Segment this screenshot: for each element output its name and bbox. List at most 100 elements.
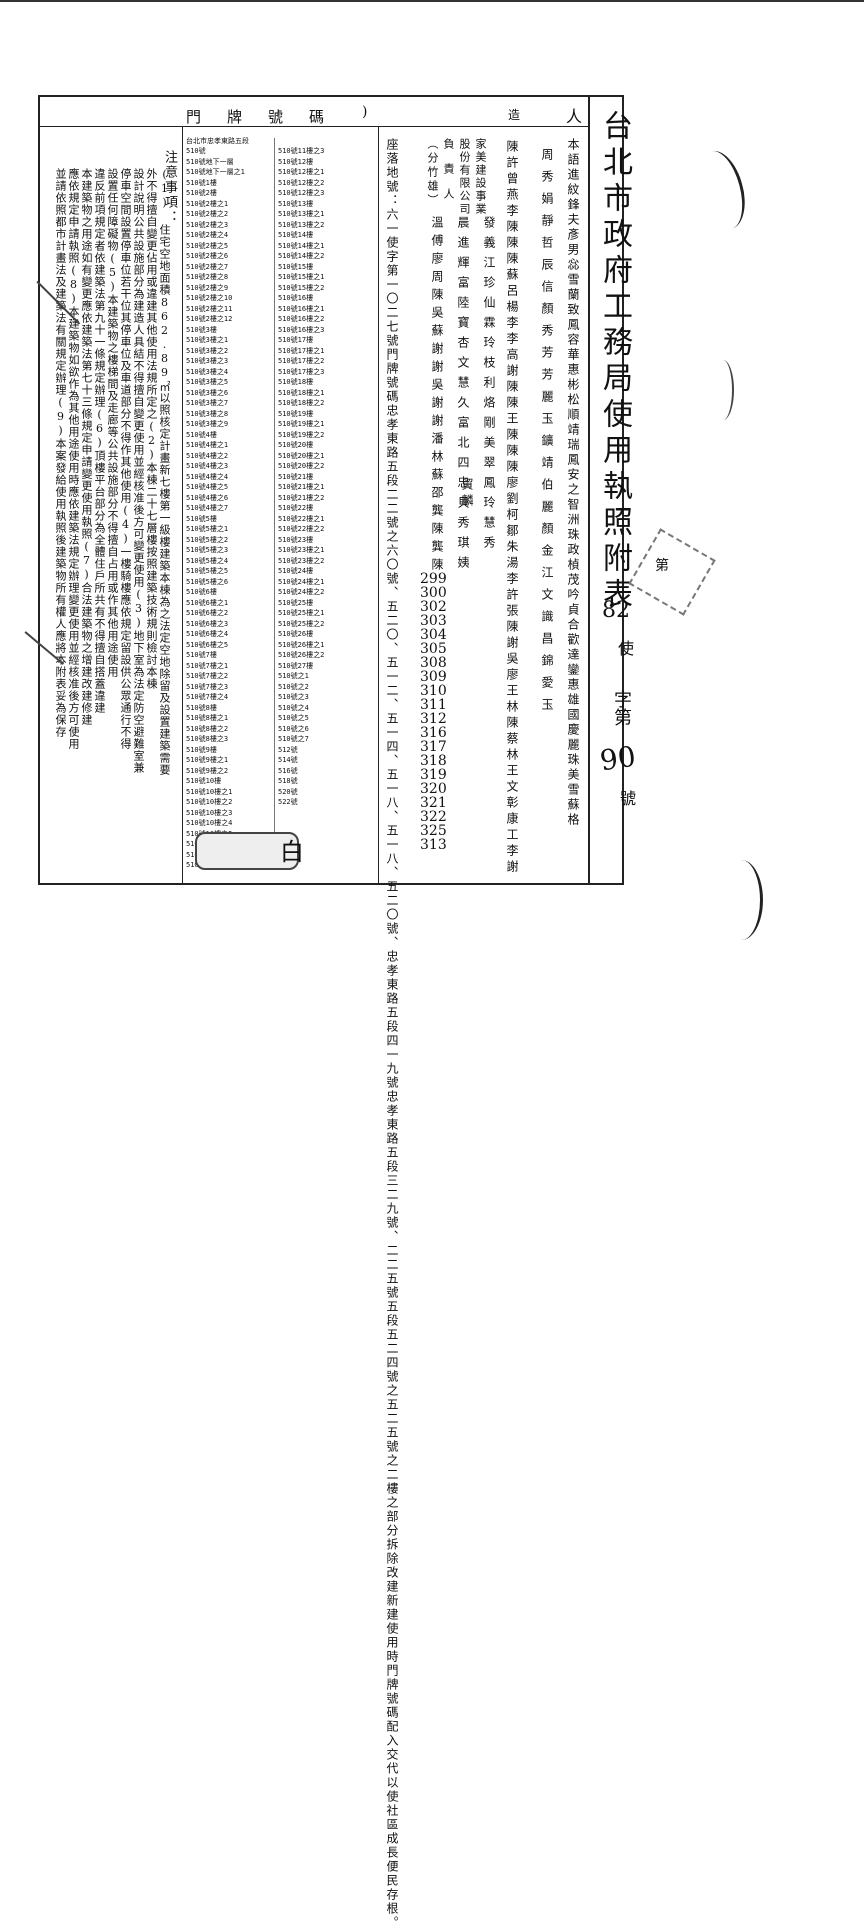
- address-entry: 510號18樓之2: [278, 399, 325, 407]
- address-entry: 510號2樓之8: [186, 273, 229, 281]
- address-entry: 510號4樓之2: [186, 451, 229, 460]
- margin-seal-mark: 第: [655, 558, 669, 574]
- address-entry: 510號4樓之1: [186, 441, 229, 449]
- address-entry: 510號4樓之5: [186, 483, 229, 491]
- address-entry: 510號18樓之1: [278, 388, 325, 397]
- address-entry: 510號5樓之6: [186, 577, 229, 586]
- unit-number: 317: [420, 739, 447, 755]
- unit-number: 299: [420, 571, 447, 587]
- address-entry: 510號2樓之6: [186, 252, 229, 260]
- note-line: 並請依照都市計畫法及建築法有關規定辦理(9)本案發給使用執照後建築物所有權人應將…: [54, 168, 66, 738]
- notes-body: (1) 住宅空地面積862.89㎡以照核定計畫新七樓第一級樓建築本棟為之法定空地…: [40, 150, 180, 880]
- address-entry: 510號8樓之2: [186, 724, 229, 733]
- address-entry: 510號6樓之2: [186, 609, 229, 617]
- address-entry: 510號10樓之3: [186, 808, 233, 817]
- address-entry: 510號6樓之3: [186, 619, 229, 628]
- address-entry: 510號2樓之1: [186, 199, 229, 208]
- address-entry: 518號: [278, 777, 298, 785]
- note-line: 設置任何障礙物(5)本建築物之樓梯間及走廊等公共設施部分不得擅自占用或作其他用途…: [106, 168, 118, 678]
- address-entry: 510號26樓之1: [278, 640, 325, 649]
- address-entry: 510號10樓之1: [186, 787, 233, 796]
- address-entry: 510號8樓: [186, 703, 217, 712]
- address-entry: 510號13樓: [278, 199, 314, 208]
- address-entry: 510號22樓之2: [278, 525, 325, 533]
- address-entry: 510號10樓之4: [186, 819, 233, 827]
- resident-column-4: 貿麟: [460, 478, 474, 510]
- address-entry: 510號12樓之2: [278, 178, 325, 187]
- address-entry: 510號之5: [278, 714, 309, 722]
- address-entry: 510號5樓之2: [186, 535, 229, 544]
- address-column-header: 門牌號碼: [186, 108, 351, 126]
- corner-seal: [628, 528, 716, 616]
- address-entry: 510號23樓之2: [278, 556, 325, 565]
- address-entry: 510號15樓之1: [278, 273, 325, 281]
- notes-header: 注意事項：: [162, 150, 177, 225]
- address-entry: 510號16樓之3: [278, 325, 325, 334]
- unit-number: 300: [420, 585, 447, 601]
- resident-column-3: 溫傅廖周陳吳蘇謝謝吳謝謝潘林蘇邵龔陳龔陳: [430, 216, 444, 576]
- owner-label: 人: [566, 107, 583, 126]
- resident-column-1: 發義江珍仙霖玲枝利烙剛美翠鳳玲慧秀: [482, 216, 496, 556]
- address-entry: 510號之1: [278, 672, 309, 680]
- unit-number: 302: [420, 599, 447, 615]
- address-entry: 510號16樓: [278, 294, 314, 302]
- address-entry: 510號3樓之2: [186, 346, 229, 355]
- unit-number: 312: [420, 711, 447, 727]
- unit-number: 308: [420, 655, 447, 671]
- address-entry: 510號19樓之1: [278, 420, 325, 428]
- permit-number-prefix: 82: [602, 598, 630, 623]
- unit-number: 320: [420, 781, 447, 797]
- unit-number: 319: [420, 767, 447, 783]
- builder-line-3: 負責人: [442, 138, 455, 213]
- address-entry: 510號23樓之1: [278, 546, 325, 554]
- address-entry: 510號21樓: [278, 472, 314, 481]
- address-entry: 510號13樓之2: [278, 220, 325, 229]
- note-line: 外不得擅自變更佔用或違建其他使用法規所定之(2)本棟二十七層樓按照建築技術規則檢…: [145, 168, 157, 690]
- unit-number: 325: [420, 823, 447, 839]
- address-entry: 510號之7: [278, 735, 309, 743]
- permit-number-use: 使: [615, 640, 634, 656]
- address-entry: 510號7樓之1: [186, 661, 229, 670]
- unit-number: 305: [420, 641, 447, 657]
- address-entry: 510號20樓之1: [278, 451, 325, 460]
- unit-number: 316: [420, 725, 447, 741]
- note-line: 停車空間設置停車位若干位其停車位及車道部分不得作其他使用(4)一樓騎樓應依規定留…: [119, 168, 131, 750]
- address-entry: 510號3樓: [186, 325, 217, 334]
- scan-edge: [0, 0, 864, 2]
- note-line: 應依規定申請執照(8)本建築物如欲作為其他用途使用時應依建築法規定辦理變更使用並…: [67, 168, 79, 750]
- permit-number-word: 字第: [611, 690, 632, 726]
- margin-mark: [712, 360, 734, 420]
- address-entry: 510號4樓之6: [186, 493, 229, 502]
- address-entry: 510號7樓之4: [186, 693, 229, 701]
- address-entry: 510號20樓: [278, 441, 314, 449]
- address-entry: 510號之2: [278, 682, 309, 691]
- address-entry: 510號10樓之2: [186, 798, 233, 806]
- stamp-text: 白: [280, 838, 304, 866]
- address-entry: 510號11樓之3: [278, 147, 325, 155]
- address-entry: 510號21樓之1: [278, 483, 325, 491]
- address-entry: 510號27樓: [278, 661, 314, 670]
- address-entry: 510號6樓: [186, 588, 217, 596]
- address-entry: 510號3樓之8: [186, 409, 229, 418]
- owners-column-2: 周秀娟靜哲辰信顏秀芳芳麗玉鑛靖伯麗顏金江文識昌錦愛玉: [540, 148, 554, 720]
- address-entry: 510號2樓之10: [186, 294, 233, 302]
- address-entry: 510號7樓: [186, 651, 217, 659]
- address-column-divider: [274, 138, 275, 858]
- address-entry: 510號8樓之1: [186, 714, 229, 722]
- address-entry: 510號25樓: [278, 598, 314, 607]
- address-entry: 510號3樓之5: [186, 378, 229, 386]
- address-entry: 510號23樓: [278, 535, 314, 544]
- address-entry: 510號12樓: [278, 157, 314, 166]
- address-entry: 510號24樓之1: [278, 577, 325, 586]
- builder-line-2: 股份有限公司: [458, 138, 471, 216]
- address-entry: 510號9樓之2: [186, 766, 229, 775]
- punch-hole-mark-2: [720, 860, 763, 940]
- notes-divider: [182, 126, 183, 885]
- note-line: (1) 住宅空地面積862.89㎡以照核定計畫新七樓第一級樓建築本棟為之法定空地…: [158, 168, 170, 776]
- builder-line-1: 家美建設事業: [474, 138, 487, 216]
- section-divider: [378, 126, 379, 885]
- address-subheader: 台北市忠孝東路五段: [186, 137, 249, 145]
- address-entry: 522號: [278, 798, 298, 806]
- address-entry: 510號3樓之3: [186, 357, 229, 365]
- address-entry: 510號2樓: [186, 189, 217, 197]
